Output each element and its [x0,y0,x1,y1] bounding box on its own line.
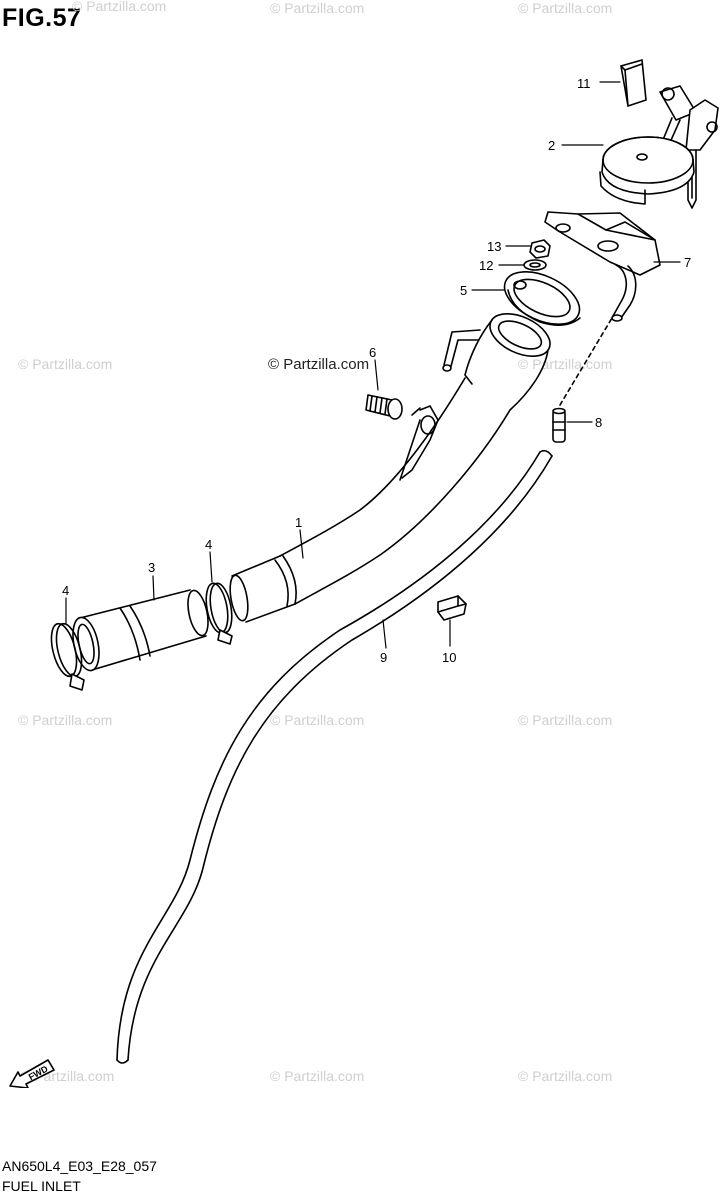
callout-label: 7 [684,255,691,270]
breather-hose-part [116,449,553,1064]
callout-label: 6 [369,345,376,360]
watermark: © Partzilla.com [18,712,113,728]
watermark: © Partzilla.com [518,0,613,16]
joint-part [552,407,566,443]
watermark: © Partzilla.com [270,0,365,16]
fuel-cap-part [599,136,695,205]
hose-part [72,589,209,672]
lock-cover-part [620,59,647,107]
callout-label: 4 [62,583,69,598]
callout-label: 4 [205,537,212,552]
gasket-part [503,271,581,326]
callout-label: 13 [487,239,501,254]
callout-label: 1 [295,515,302,530]
bracket-part [544,211,661,322]
watermark-main: © Partzilla.com [268,356,370,373]
washer-part [523,259,547,271]
watermark: © Partzilla.com [518,712,613,728]
callout-label: 5 [460,283,467,298]
figure-title: FIG.57 [2,4,82,32]
nut-part [529,239,551,259]
clip-part [437,595,467,621]
callout-label: 2 [548,138,555,153]
callout-label: 12 [479,258,493,273]
watermark: © Partzilla.com [270,712,365,728]
callout-label: 8 [595,415,602,430]
watermark: © Partzilla.com [518,1068,613,1084]
callout-label: 11 [577,76,591,91]
fwd-arrow-icon: FWD [8,1054,56,1093]
watermark: © Partzilla.com [72,0,167,14]
bolt-part [365,394,403,420]
figure-code: AN650L4_E03_E28_057 [2,1158,157,1174]
callout-label: 10 [442,650,456,665]
watermark: © Partzilla.com [270,1068,365,1084]
inlet-pipe-part [229,313,551,623]
callout-label: 3 [148,560,155,575]
figure-name: FUEL INLET [2,1178,81,1194]
clamp-lower-part [50,622,85,691]
callout-label: 9 [380,650,387,665]
watermark: © Partzilla.com [18,356,113,372]
